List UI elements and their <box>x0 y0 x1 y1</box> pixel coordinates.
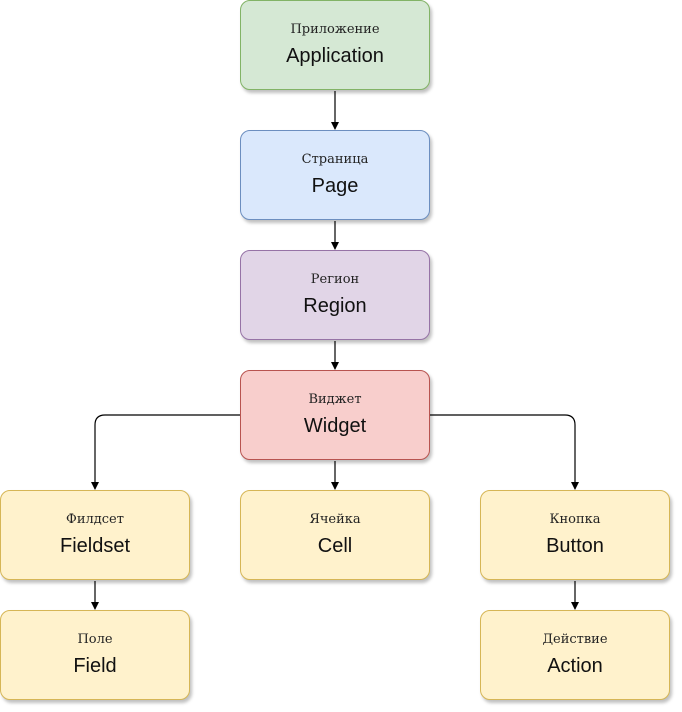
node-widget-en-label: Widget <box>303 415 367 437</box>
node-action-ru-label: Действие <box>542 632 608 647</box>
node-button: Кнопка Button <box>480 490 670 580</box>
node-region: Регион Region <box>240 250 430 340</box>
node-button-ru-label: Кнопка <box>549 512 601 527</box>
node-fieldset: Филдсет Fieldset <box>0 490 190 580</box>
node-page-en-label: Page <box>311 175 359 197</box>
node-field-en-label: Field <box>73 655 117 677</box>
node-fieldset-ru-label: Филдсет <box>66 512 124 527</box>
node-cell-en-label: Cell <box>317 535 353 557</box>
node-region-en-label: Region <box>303 295 367 317</box>
node-fieldset-en-label: Fieldset <box>59 535 131 557</box>
node-application-ru-label: Приложение <box>290 22 380 37</box>
node-widget-ru-label: Виджет <box>308 392 362 407</box>
node-application: Приложение Application <box>240 0 430 90</box>
edge-widget-fieldset <box>91 414 240 490</box>
node-action-en-label: Action <box>547 655 603 677</box>
node-field-ru-label: Поле <box>77 632 113 647</box>
node-button-en-label: Button <box>546 535 604 557</box>
node-field: Поле Field <box>0 610 190 700</box>
node-cell: Ячейка Cell <box>240 490 430 580</box>
node-page: Страница Page <box>240 130 430 220</box>
node-region-ru-label: Регион <box>310 272 360 287</box>
node-page-ru-label: Страница <box>301 152 369 167</box>
node-widget: Виджет Widget <box>240 370 430 460</box>
node-cell-ru-label: Ячейка <box>309 512 361 527</box>
node-action: Действие Action <box>480 610 670 700</box>
node-application-en-label: Application <box>286 45 384 67</box>
edge-widget-button <box>430 414 579 490</box>
